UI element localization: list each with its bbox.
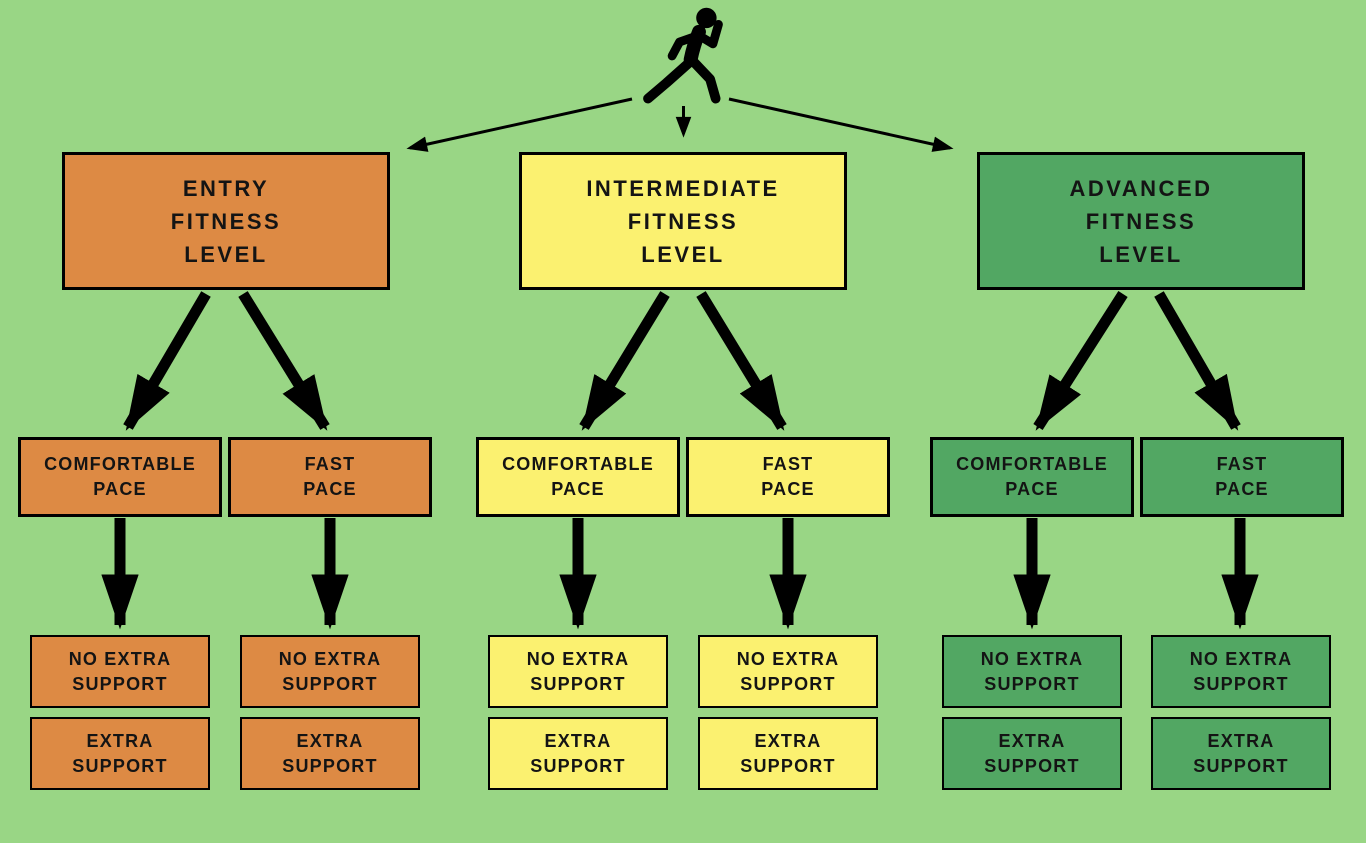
extra-support-label: EXTRA SUPPORT xyxy=(984,730,1080,776)
no-extra-support-label: NO EXTRA SUPPORT xyxy=(278,648,382,694)
no-extra-support-box-advanced-comfortable: NO EXTRA SUPPORT xyxy=(942,635,1122,708)
runner-back-arm xyxy=(667,31,703,61)
extra-support-box-entry-comfortable: EXTRA SUPPORT xyxy=(30,717,210,790)
comfortable-pace-label: COMFORTABLE PACE xyxy=(44,454,196,499)
fast-pace-label: FAST PACE xyxy=(761,454,815,499)
arrow-intermediate-to-fast-pace xyxy=(696,291,787,431)
runner-front-arm xyxy=(694,19,723,49)
no-extra-support-label: NO EXTRA SUPPORT xyxy=(526,648,630,694)
fast-pace-label: FAST PACE xyxy=(1215,454,1269,499)
extra-support-label: EXTRA SUPPORT xyxy=(282,730,378,776)
no-extra-support-box-intermediate-fast: NO EXTRA SUPPORT xyxy=(698,635,878,708)
extra-support-box-intermediate-comfortable: EXTRA SUPPORT xyxy=(488,717,668,790)
no-extra-support-box-intermediate-comfortable: NO EXTRA SUPPORT xyxy=(488,635,668,708)
runner-head xyxy=(696,7,717,29)
entry-fitness-level-label: ENTRY FITNESS LEVEL xyxy=(170,175,282,267)
arrow-intermediate-to-comfortable-pace xyxy=(579,291,670,431)
extra-support-box-intermediate-fast: EXTRA SUPPORT xyxy=(698,717,878,790)
runner-icon xyxy=(643,7,723,104)
intermediate-fitness-level-label: INTERMEDIATE FITNESS LEVEL xyxy=(586,175,780,267)
no-extra-support-label: NO EXTRA SUPPORT xyxy=(736,648,840,694)
comfortable-pace-label: COMFORTABLE PACE xyxy=(502,454,654,499)
no-extra-support-label: NO EXTRA SUPPORT xyxy=(1189,648,1293,694)
advanced-fitness-level-box: ADVANCED FITNESS LEVEL xyxy=(977,152,1305,290)
extra-support-box-advanced-fast: EXTRA SUPPORT xyxy=(1151,717,1331,790)
arrow-advanced-to-fast-pace xyxy=(1154,291,1241,431)
extra-support-label: EXTRA SUPPORT xyxy=(72,730,168,776)
arrow-runner-to-entry xyxy=(406,97,633,152)
no-extra-support-box-entry-comfortable: NO EXTRA SUPPORT xyxy=(30,635,210,708)
extra-support-label: EXTRA SUPPORT xyxy=(530,730,626,776)
comfortable-pace-box-intermediate: COMFORTABLE PACE xyxy=(476,437,680,517)
entry-fitness-level-box: ENTRY FITNESS LEVEL xyxy=(62,152,390,290)
extra-support-label: EXTRA SUPPORT xyxy=(740,730,836,776)
no-extra-support-label: NO EXTRA SUPPORT xyxy=(980,648,1084,694)
extra-support-label: EXTRA SUPPORT xyxy=(1193,730,1289,776)
extra-support-box-entry-fast: EXTRA SUPPORT xyxy=(240,717,420,790)
arrow-runner-to-advanced xyxy=(728,97,954,152)
intermediate-fitness-level-box: INTERMEDIATE FITNESS LEVEL xyxy=(519,152,847,290)
no-extra-support-box-entry-fast: NO EXTRA SUPPORT xyxy=(240,635,420,708)
extra-support-box-advanced-comfortable: EXTRA SUPPORT xyxy=(942,717,1122,790)
fast-pace-box-entry: FAST PACE xyxy=(228,437,432,517)
comfortable-pace-box-entry: COMFORTABLE PACE xyxy=(18,437,222,517)
comfortable-pace-box-advanced: COMFORTABLE PACE xyxy=(930,437,1134,517)
arrow-entry-to-fast-pace xyxy=(238,291,330,431)
no-extra-support-label: NO EXTRA SUPPORT xyxy=(68,648,172,694)
arrow-advanced-to-comfortable-pace xyxy=(1033,291,1128,431)
runner-front-leg xyxy=(686,54,721,104)
fast-pace-box-intermediate: FAST PACE xyxy=(686,437,890,517)
no-extra-support-box-advanced-fast: NO EXTRA SUPPORT xyxy=(1151,635,1331,708)
comfortable-pace-label: COMFORTABLE PACE xyxy=(956,454,1108,499)
arrow-entry-to-comfortable-pace xyxy=(123,291,211,431)
fast-pace-label: FAST PACE xyxy=(303,454,357,499)
runner-back-leg xyxy=(643,55,697,104)
fast-pace-box-advanced: FAST PACE xyxy=(1140,437,1344,517)
advanced-fitness-level-label: ADVANCED FITNESS LEVEL xyxy=(1069,175,1213,267)
